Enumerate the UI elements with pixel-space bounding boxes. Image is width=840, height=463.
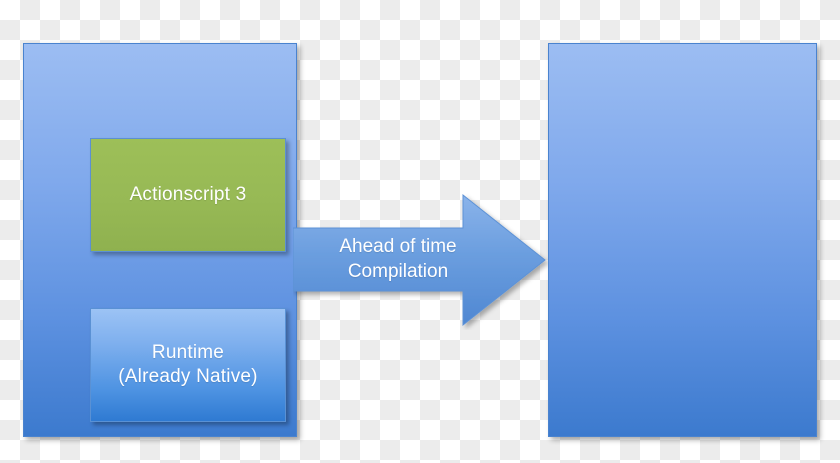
left-panel-before-compilation: Actionscript 3 Runtime (Already Native)	[23, 43, 297, 437]
box-actionscript3-source-label: Actionscript 3	[129, 183, 247, 205]
box-actionscript3-source: Actionscript 3	[90, 138, 286, 252]
ahead-of-time-compilation-arrow	[293, 190, 548, 330]
box-runtime-left-line1: Runtime	[151, 341, 225, 363]
box-runtime-left: Runtime (Already Native)	[90, 308, 286, 422]
arrow-icon	[293, 193, 546, 327]
right-panel-after-compilation: Actionscript 3 (Now Native) Runtime (Alr…	[548, 43, 817, 437]
box-runtime-left-text: Runtime (Already Native)	[118, 341, 257, 390]
box-runtime-left-line2: (Already Native)	[118, 366, 258, 387]
